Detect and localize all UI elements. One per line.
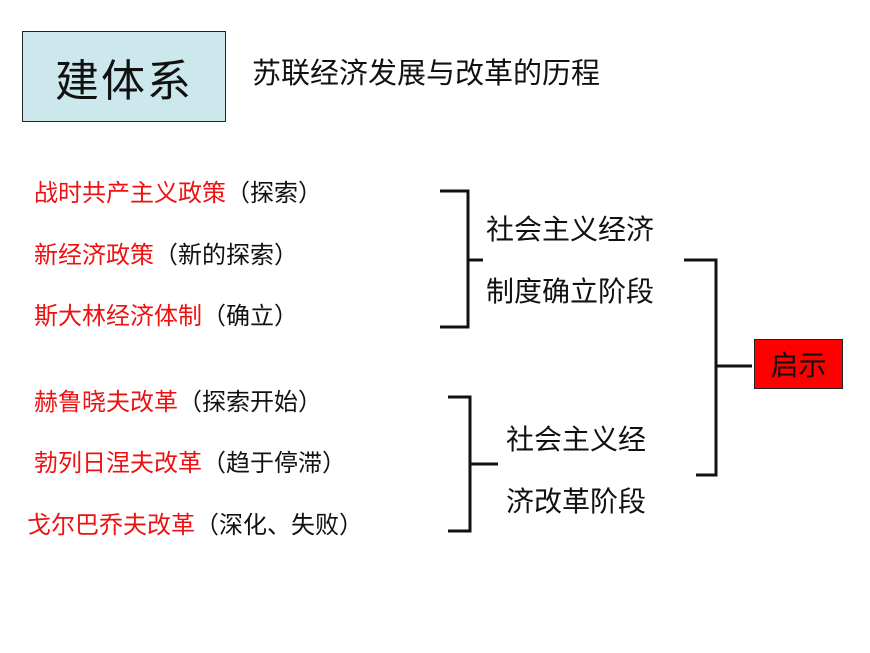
bracket-group1: [440, 189, 483, 329]
policy-name: 勃列日涅夫改革: [34, 449, 202, 477]
policy-note: （新的探索）: [154, 241, 298, 269]
policy-note: （趋于停滞）: [202, 449, 346, 477]
policy-note: （确立）: [202, 302, 298, 330]
insight-box: 启示: [754, 339, 843, 389]
policy-note: （探索）: [226, 179, 322, 207]
stage-label-line: 社会主义经: [506, 423, 647, 456]
list-item: 战时共产主义政策（探索）: [34, 178, 322, 208]
policy-note: （深化、失败）: [195, 511, 363, 539]
bracket-outer: [684, 258, 752, 477]
bracket-group2: [448, 395, 498, 533]
policy-name: 赫鲁晓夫改革: [34, 388, 178, 416]
policy-name: 戈尔巴乔夫改革: [27, 511, 195, 539]
list-item: 勃列日涅夫改革（趋于停滞）: [34, 448, 346, 478]
list-item: 赫鲁晓夫改革（探索开始）: [34, 387, 322, 417]
list-item: 斯大林经济体制（确立）: [34, 301, 298, 331]
page-subtitle: 苏联经济发展与改革的历程: [252, 56, 601, 90]
list-item: 新经济政策（新的探索）: [34, 240, 298, 270]
title-box: 建体系: [22, 31, 226, 122]
policy-note: （探索开始）: [178, 388, 322, 416]
stage-label-line: 制度确立阶段: [486, 275, 655, 308]
list-item: 戈尔巴乔夫改革（深化、失败）: [27, 510, 363, 540]
page-title: 建体系: [55, 55, 193, 107]
policy-name: 战时共产主义政策: [34, 179, 226, 207]
stage-label-line: 济改革阶段: [506, 485, 647, 518]
policy-name: 新经济政策: [34, 241, 154, 269]
policy-name: 斯大林经济体制: [34, 302, 202, 330]
insight-label: 启示: [770, 349, 827, 382]
stage-label-line: 社会主义经济: [486, 213, 655, 246]
